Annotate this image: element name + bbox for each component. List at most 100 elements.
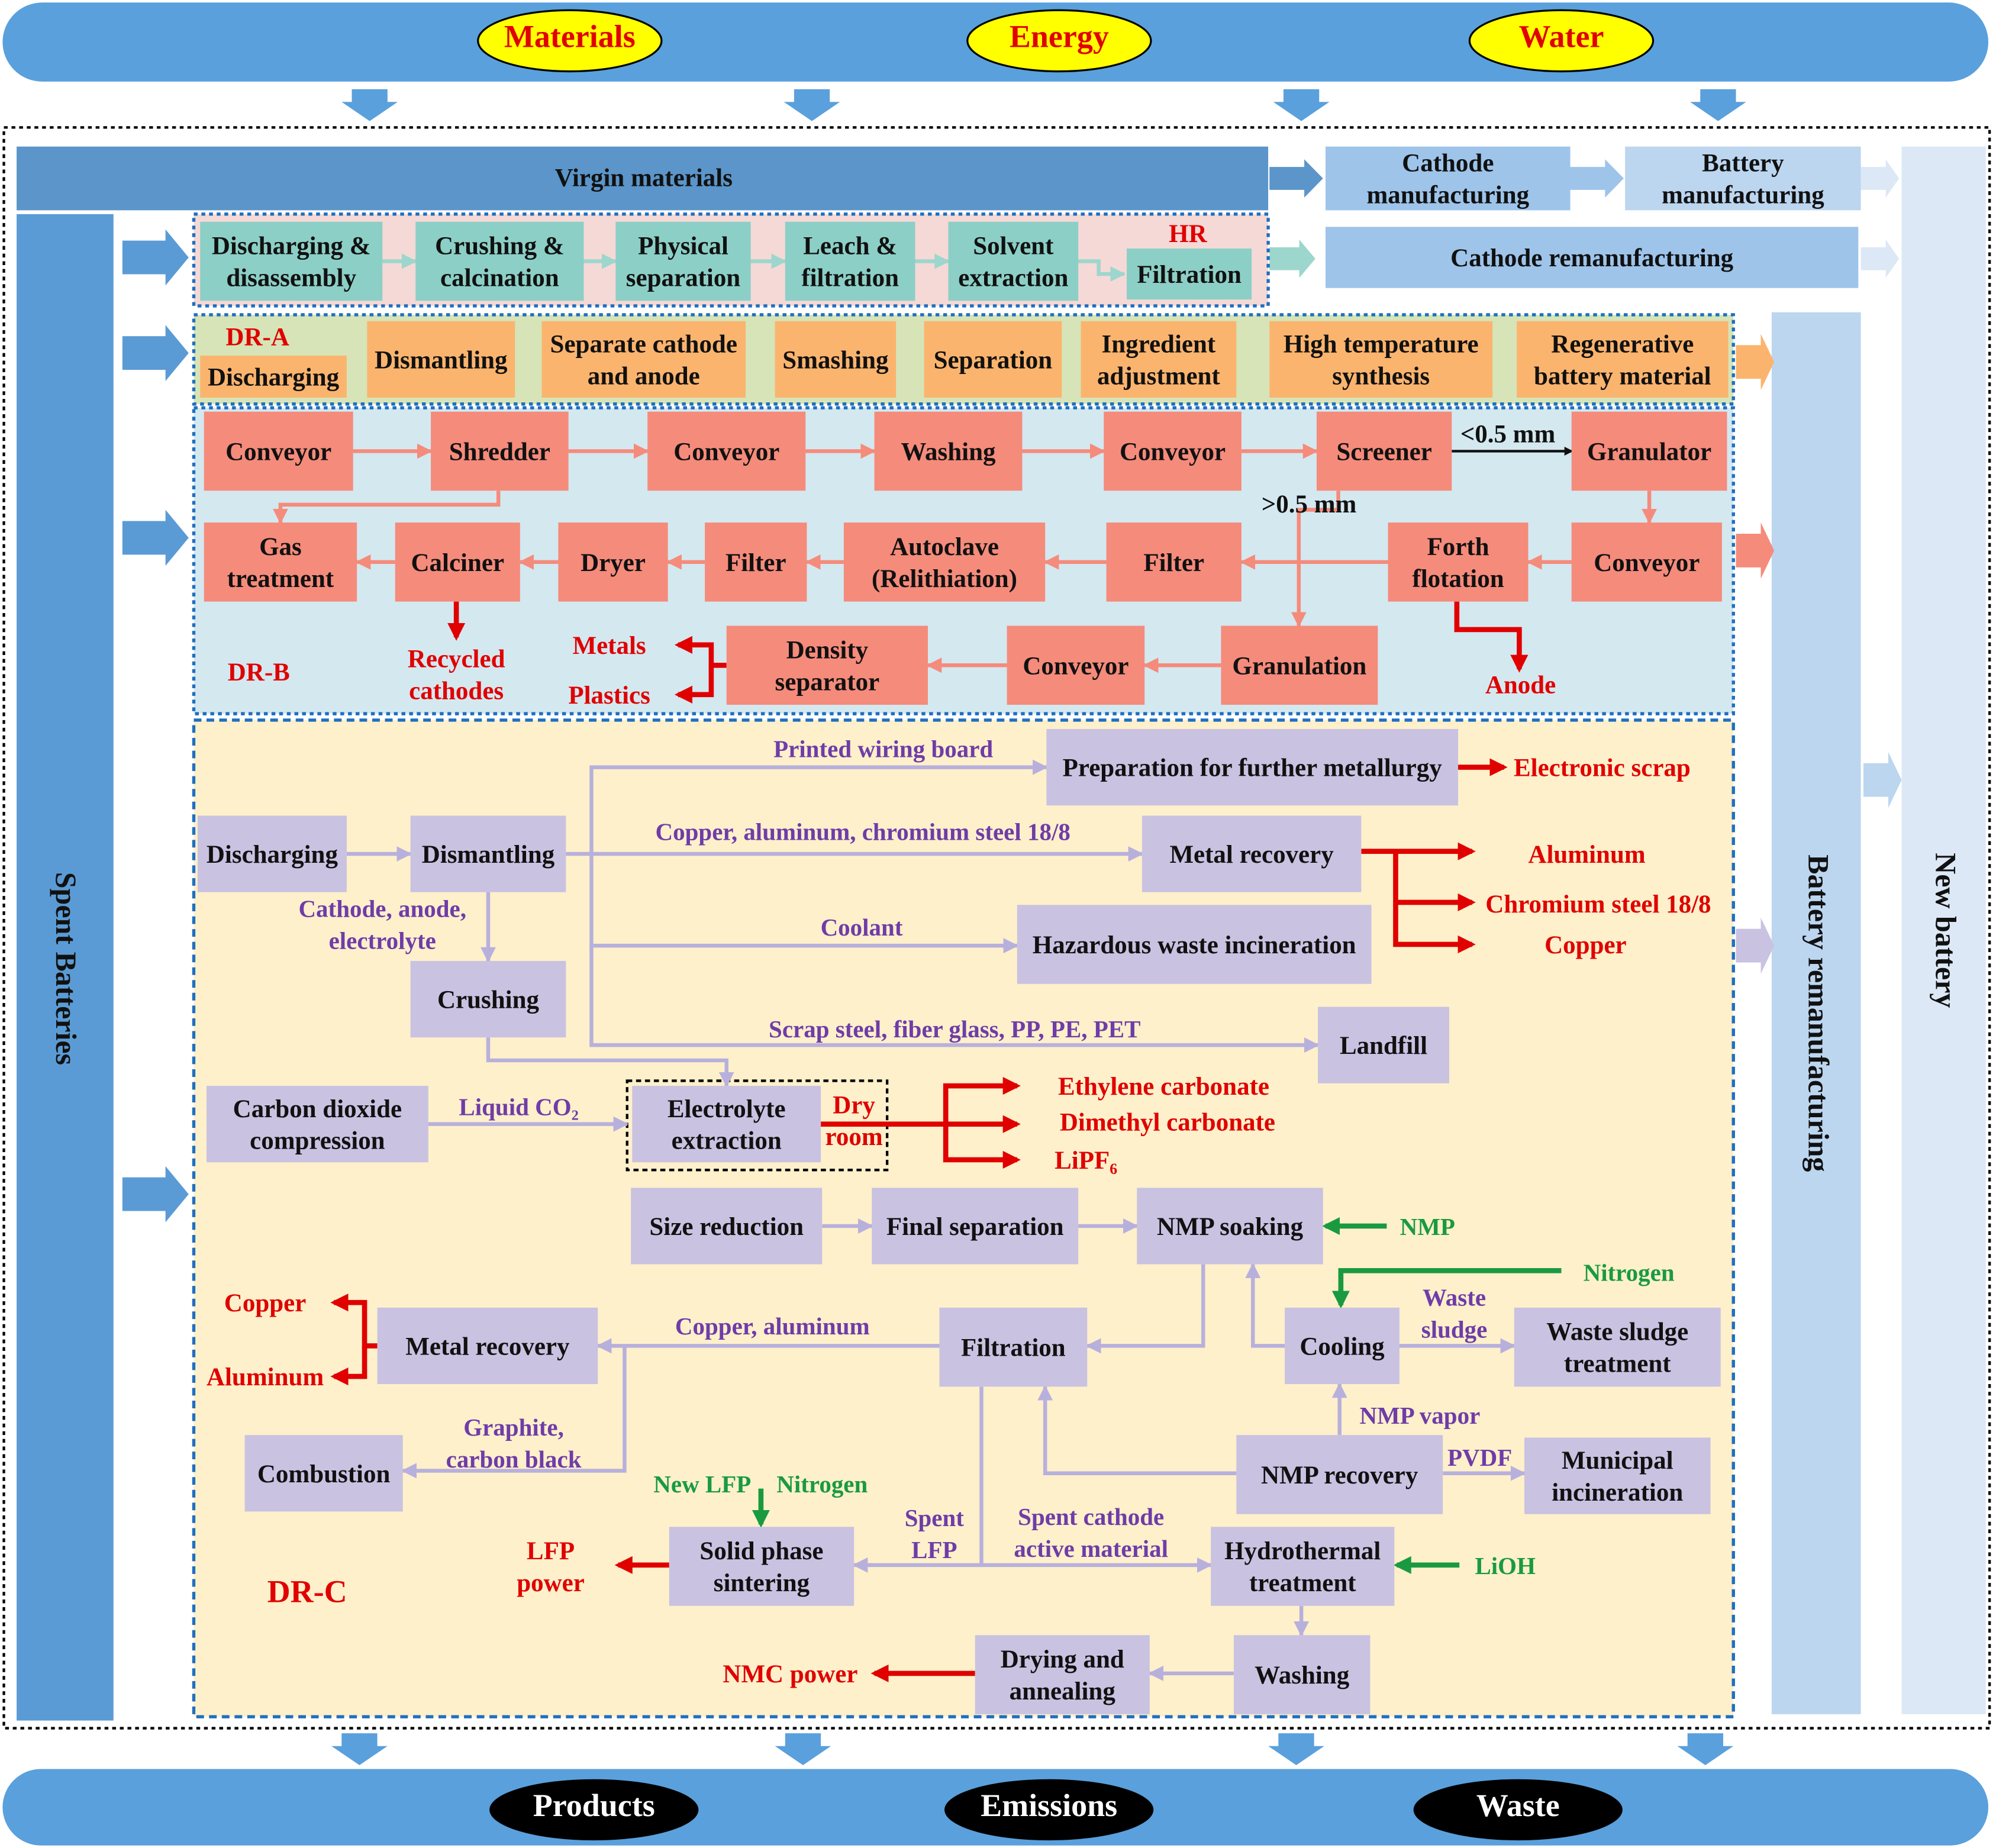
drb-box-4 [874,411,1023,491]
hr-step-6-label: Filtration [1137,261,1242,289]
hr-step-4-label-line2: filtration [801,265,899,292]
drc-recovery-arrow [1037,1385,1237,1476]
new-battery-column [1901,146,1986,1714]
dra-step-7-label-line1: High temperature [1284,331,1479,359]
hr-step-6 [1127,248,1252,300]
drc-purple-label-8-line1: Waste [1423,1284,1486,1311]
dra-output-arrow [1736,334,1775,391]
spent-batteries-column [17,214,114,1721]
drc-purple-label-1: Printed wiring board [773,735,993,762]
energy-text: Energy [1010,19,1109,54]
drb-box-1 [204,411,353,491]
outflow-arrow-2 [775,1733,831,1766]
drc-box-4-label: Metal recovery [1169,841,1334,869]
drc-purple-label-13-line1: Spent cathode [1018,1503,1164,1530]
drb-box-17-label: Conveyor [1023,652,1128,680]
drc-purple-label-9-line1: Graphite, [463,1414,564,1441]
drc-purple-label-11: PVDF [1447,1444,1512,1471]
drc-green-label-1: NMP [1400,1213,1455,1240]
drb-anode-arrow [1454,601,1529,673]
products-badge [489,1779,699,1841]
drb-box-9 [395,523,520,602]
drc-copper-arrow [330,1294,378,1349]
drb-box-16 [726,625,928,705]
drc-box-15-label: Cooling [1300,1333,1385,1360]
hr-step-1 [200,221,383,301]
drb-metals-arrow [674,636,727,668]
dra-step-3 [541,321,746,398]
dra-step-6-label-line2: adjustment [1097,362,1220,390]
drb-box-15 [1571,523,1722,602]
drc-pwb-arrow [589,759,1048,854]
drc-landfill-arrow [589,946,1320,1053]
drb-box-7-label: Granulator [1587,438,1711,466]
dra-step-4-label: Smashing [782,346,889,374]
drc-purple-label-5: Scrap steel, fiber glass, PP, PE, PET [769,1015,1140,1043]
drb-out-metals: Metals [573,632,646,660]
drb-box-1-label: Conveyor [225,438,331,466]
drc-box-7-label: Landfill [1340,1032,1427,1060]
drc-purple-label-9-line2: carbon black [446,1446,582,1473]
drb-out-anode: Anode [1485,672,1556,699]
drc-box-8 [206,1086,428,1163]
waste-text: Waste [1476,1788,1560,1823]
drb-box-11 [705,523,807,602]
battery-remanufacturing-text: Battery remanufacturing [1802,854,1835,1172]
drc-box-17-label: Combustion [257,1460,391,1488]
drc-box-8-label-line2: compression [250,1127,385,1155]
drc-red-label-1: Electronic scrap [1514,754,1691,782]
drc-purple-label-10: NMP vapor [1360,1402,1481,1429]
virgin-materials-text: Virgin materials [555,164,733,192]
hr-to-reman-arrow [1269,239,1315,278]
drc-box-16-label-line1: Waste sludge [1546,1318,1688,1346]
drb-box-8-label-line1: Gas [259,533,302,561]
drb-box-3-label: Conveyor [673,438,779,466]
drb-plastics-arrow [674,665,714,704]
drc-box-19 [1524,1437,1711,1514]
new-battery-text: New battery [1930,853,1963,1008]
drc-box-15 [1285,1307,1400,1385]
drb-label: DR-B [228,659,290,686]
drc-purple-label-12-line1: Spent [905,1504,965,1531]
drc-box-21 [1211,1527,1395,1606]
drc-box-21-label-line1: Hydrothermal [1224,1537,1381,1565]
drb-box-2-label: Shredder [449,438,550,466]
dra-label: DR-A [225,324,289,351]
hr-step-3-label-line2: separation [626,265,741,292]
drb-border [192,406,1735,715]
drb-box-6 [1316,411,1452,491]
cathode-remanufacturing-box [1326,227,1859,288]
drc-nitrogen-arrow [1331,1268,1562,1309]
cathode-manufacturing-box-label-line2: manufacturing [1366,182,1529,209]
system-boundary [2,126,1991,1730]
reman-to-new-battery-arrow [1863,752,1902,808]
drc-box-11-label: Final separation [886,1213,1064,1241]
drc-green-label-3: New LFP [653,1470,751,1498]
drc-cooling-arrow [1245,1262,1285,1348]
dra-step-2 [367,321,515,398]
drb-box-5-label: Conveyor [1120,438,1226,466]
drc-purple-label-4: Coolant [821,914,903,941]
drc-box-12 [1137,1188,1323,1265]
drc-box-9-label-line2: extraction [672,1127,782,1155]
drb-box-12-label-line1: Autoclave [890,533,999,561]
water-text: Water [1519,19,1604,54]
drc-ec-arrow [943,1076,1021,1124]
waste-badge [1413,1779,1623,1841]
drc-box-23-label: Washing [1255,1662,1350,1689]
drc-green-label-2: Nitrogen [1584,1259,1675,1286]
drc-label: DR-C [267,1573,347,1609]
inflow-arrow-3 [1273,89,1330,121]
drb-box-9-label: Calciner [411,549,505,577]
battery-manufacturing-box-label-line1: Battery [1702,150,1784,178]
drc-red-label-5: Ethylene carbonate [1058,1073,1269,1101]
hr-step-3-label-line1: Physical [638,233,728,260]
drc-box-2 [197,815,347,892]
drc-box-23 [1233,1635,1371,1714]
dra-step-3-label-line1: Separate cathode [550,331,737,359]
hr-step-1-label-line1: Discharging & [212,233,371,260]
drb-coarse-arrow [1291,491,1340,628]
hr-step-2-label-line2: calcination [440,265,559,292]
drc-input-arrow [122,1166,189,1223]
cathode-to-battery-arrow [1570,159,1624,198]
